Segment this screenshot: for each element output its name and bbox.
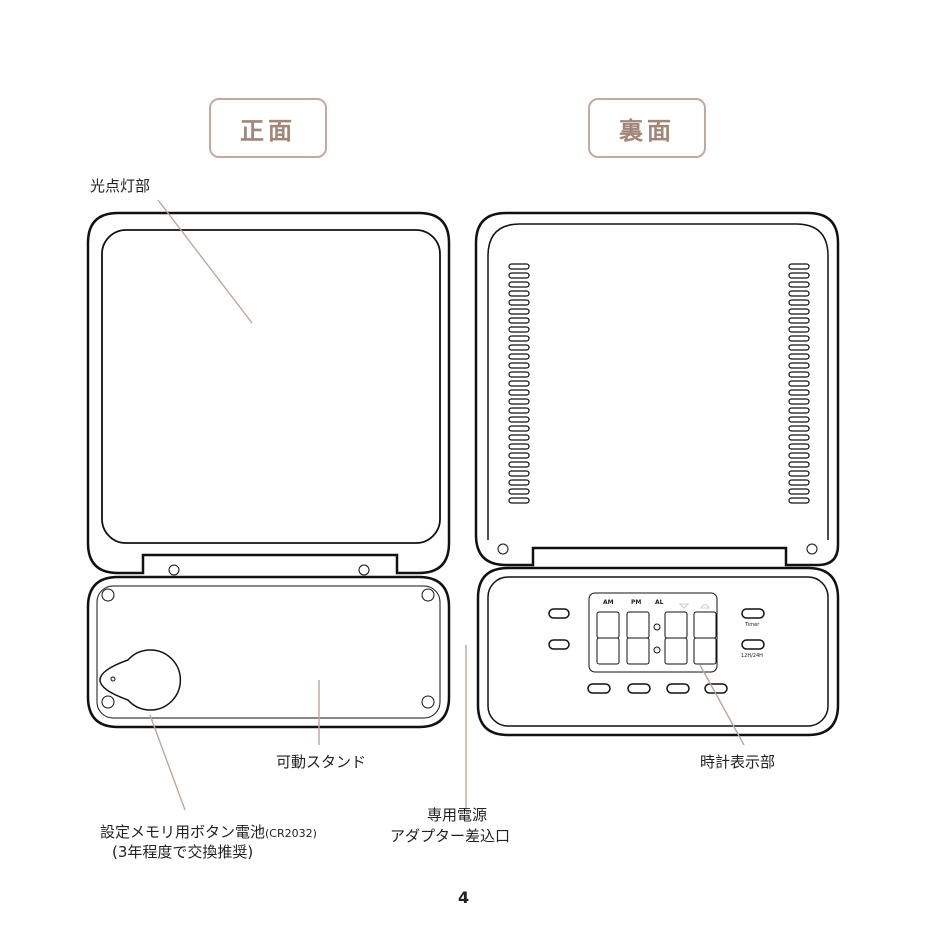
vent-slot	[788, 272, 810, 279]
vent-slot	[788, 290, 810, 297]
vent-slot	[788, 326, 810, 333]
vent-slot	[788, 398, 810, 405]
front-stand	[86, 575, 451, 729]
label-adapter-2: アダプター差込口	[390, 827, 511, 845]
vent-slot	[788, 299, 810, 306]
digit-segment	[626, 611, 650, 639]
front-light-panel	[86, 211, 451, 575]
vent-slot	[508, 434, 530, 441]
vent-slot	[508, 497, 530, 504]
digit-segment	[664, 611, 688, 639]
vent-slot	[508, 407, 530, 414]
vent-slot	[508, 353, 530, 360]
label-battery: 設定メモリ用ボタン電池(CR2032)	[100, 822, 317, 844]
digit-segment	[693, 637, 717, 665]
vent-slot	[788, 362, 810, 369]
vent-slot	[508, 326, 530, 333]
vent-slot	[508, 470, 530, 477]
vent-slot	[788, 488, 810, 495]
vent-slot	[508, 452, 530, 459]
vent-slot	[788, 308, 810, 315]
vent-slot	[788, 281, 810, 288]
mode-label: 12H/24H	[741, 653, 763, 659]
vent-slot	[508, 416, 530, 423]
vent-slot	[788, 317, 810, 324]
vent-slot	[508, 344, 530, 351]
vent-slot	[788, 380, 810, 387]
vent-slot	[508, 389, 530, 396]
battery-model: (CR2032)	[265, 827, 317, 840]
vent-slot	[788, 335, 810, 342]
vent-slot	[788, 461, 810, 468]
vent-slot	[508, 263, 530, 270]
battery-cover	[99, 649, 182, 711]
vent-slot	[788, 434, 810, 441]
vent-slot	[788, 479, 810, 486]
vent-slot	[788, 371, 810, 378]
digit-segment	[626, 637, 650, 665]
vent-slot	[788, 470, 810, 477]
vent-slot	[788, 263, 810, 270]
vent-slot	[508, 362, 530, 369]
label-clock: 時計表示部	[700, 753, 776, 771]
vent-slot	[508, 299, 530, 306]
vent-slot	[788, 389, 810, 396]
label-light: 光点灯部	[90, 177, 151, 195]
vent-slot	[508, 308, 530, 315]
battery-text: 設定メモリ用ボタン電池	[100, 823, 266, 841]
pm-indicator: PM	[631, 599, 642, 606]
page-number: 4	[458, 888, 470, 907]
vent-slot	[508, 443, 530, 450]
vent-slot	[508, 272, 530, 279]
am-indicator: AM	[603, 599, 614, 606]
digit-segment	[596, 611, 620, 639]
vent-slot	[508, 290, 530, 297]
vent-slot	[788, 425, 810, 432]
vent-slot	[788, 416, 810, 423]
vent-slot	[508, 479, 530, 486]
digit-segment	[596, 637, 620, 665]
vent-slot	[508, 335, 530, 342]
digit-segment	[693, 611, 717, 639]
label-stand: 可動スタンド	[276, 753, 367, 771]
label-battery-note: (3年程度で交換推奨)	[112, 843, 254, 861]
vent-slot	[508, 398, 530, 405]
digit-segment	[664, 637, 688, 665]
vent-slot	[788, 407, 810, 414]
vent-slot	[788, 344, 810, 351]
vent-slot	[788, 452, 810, 459]
vent-slot	[508, 317, 530, 324]
back-header: 裏面	[588, 98, 706, 158]
vent-slot	[788, 497, 810, 504]
vent-slot	[508, 371, 530, 378]
vent-slot	[788, 443, 810, 450]
vent-slot	[508, 488, 530, 495]
vent-slot	[508, 425, 530, 432]
vent-slot	[508, 461, 530, 468]
vent-slot	[508, 380, 530, 387]
timer-label: Timer	[745, 622, 760, 628]
front-header: 正面	[209, 98, 327, 158]
vent-slot	[788, 353, 810, 360]
vent-slot	[508, 281, 530, 288]
alarm-indicator: AL	[655, 599, 664, 606]
label-adapter-1: 専用電源	[427, 806, 488, 824]
